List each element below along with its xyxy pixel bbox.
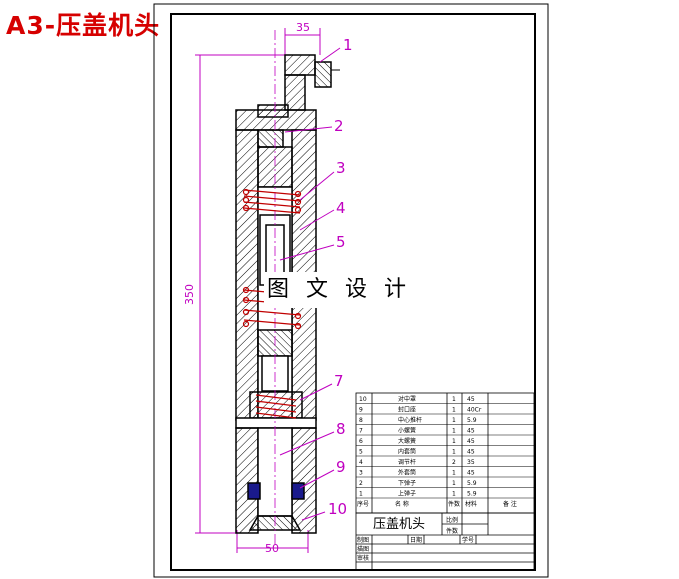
- lower-body-left: [235, 427, 259, 534]
- leader-lines: [279, 47, 341, 521]
- parts-cell-material: 40Cr: [467, 407, 482, 414]
- callout-7: 7: [334, 372, 344, 390]
- parts-cell-qty: 1: [452, 438, 456, 445]
- parts-cell-qty: 1: [452, 417, 456, 424]
- parts-cell-qty: 2: [452, 459, 456, 466]
- title-block-scale: 比例: [446, 516, 458, 524]
- parts-cell-qty: 1: [452, 407, 456, 414]
- watermark: 图 文 设 计: [264, 272, 414, 308]
- title-block-drawn: 制图: [357, 536, 369, 544]
- parts-cell-name: 外套筒: [398, 469, 416, 477]
- dim-top: [284, 28, 321, 55]
- callout-2: 2: [334, 117, 344, 135]
- parts-cell-name: 下弹子: [398, 479, 416, 487]
- seal-ring: [247, 482, 261, 500]
- parts-cell-qty: 1: [452, 396, 456, 403]
- callout-9: 9: [336, 458, 346, 476]
- title-block-date: 日期: [410, 536, 422, 544]
- dim-left: [195, 54, 285, 534]
- parts-cell-name: 大螺簧: [398, 437, 416, 445]
- parts-cell-no: 10: [359, 396, 367, 403]
- parts-cell-name: 封口座: [398, 406, 416, 414]
- callout-3: 3: [336, 159, 346, 177]
- title-block-reviewed: 审核: [357, 554, 369, 562]
- lower-body-right: [291, 427, 317, 534]
- title-block: [355, 512, 535, 571]
- parts-cell-name: 中心推杆: [398, 416, 422, 424]
- assembly: [235, 54, 340, 534]
- parts-cell-no: 1: [359, 491, 363, 498]
- parts-header-cell: 名 称: [395, 500, 409, 508]
- inner-border: [170, 13, 536, 571]
- parts-cell-material: 35: [467, 459, 475, 466]
- callout-4: 4: [336, 199, 346, 217]
- parts-cell-no: 3: [359, 470, 363, 477]
- parts-cell-material: 45: [467, 428, 475, 435]
- parts-cell-no: 2: [359, 480, 363, 487]
- parts-cell-qty: 1: [452, 449, 456, 456]
- title-block-checked: 描图: [357, 545, 369, 553]
- title-block-number: 学号: [462, 536, 474, 544]
- parts-cell-material: 45: [467, 449, 475, 456]
- parts-cell-material: 45: [467, 396, 475, 403]
- parts-cell-name: 内套筒: [398, 448, 416, 456]
- parts-cell-no: 9: [359, 407, 363, 414]
- parts-cell-name: 调节杆: [398, 458, 416, 466]
- dim-bottom: [236, 530, 309, 553]
- top-bracket: [284, 54, 316, 76]
- parts-header-cell: 件数: [448, 500, 460, 508]
- dim-top-label: 35: [296, 21, 310, 34]
- parts-cell-no: 4: [359, 459, 363, 466]
- parts-cell-material: 45: [467, 470, 475, 477]
- callout-8: 8: [336, 420, 346, 438]
- parts-header-cell: 序号: [357, 500, 369, 508]
- parts-cell-qty: 1: [452, 491, 456, 498]
- parts-cell-material: 5.9: [467, 480, 477, 487]
- parts-cell-qty: 1: [452, 428, 456, 435]
- parts-cell-no: 6: [359, 438, 363, 445]
- callout-5: 5: [336, 233, 346, 251]
- parts-header-cell: 备 注: [503, 500, 517, 508]
- flange: [235, 417, 317, 429]
- title-block-count: 件数: [446, 527, 458, 535]
- drawing-title: A3-压盖机头: [6, 11, 161, 40]
- parts-cell-qty: 1: [452, 470, 456, 477]
- cap-plate: [235, 109, 317, 131]
- outer-border: [153, 3, 549, 578]
- parts-cell-no: 8: [359, 417, 363, 424]
- parts-cell-material: 5.9: [467, 491, 477, 498]
- parts-cell-material: 5.9: [467, 417, 477, 424]
- parts-cell-material: 45: [467, 438, 475, 445]
- callout-10: 10: [328, 500, 347, 518]
- outer-sleeve-left: [235, 129, 259, 421]
- callout-1: 1: [343, 36, 353, 54]
- parts-cell-name: 对中罩: [398, 395, 416, 403]
- parts-table: [355, 392, 535, 514]
- title-block-name: 压盖机头: [373, 517, 425, 532]
- parts-cell-qty: 1: [452, 480, 456, 487]
- parts-cell-no: 7: [359, 428, 363, 435]
- parts-cell-name: 上弹子: [398, 490, 416, 498]
- parts-cell-no: 5: [359, 449, 363, 456]
- dim-bottom-label: 50: [265, 542, 279, 555]
- dim-left-label: 350: [183, 284, 196, 305]
- parts-cell-name: 小螺簧: [398, 427, 416, 435]
- callout-numbers: 1 2 3 4 5 7 8 9 10: [328, 36, 353, 518]
- parts-header-cell: 材料: [465, 500, 477, 508]
